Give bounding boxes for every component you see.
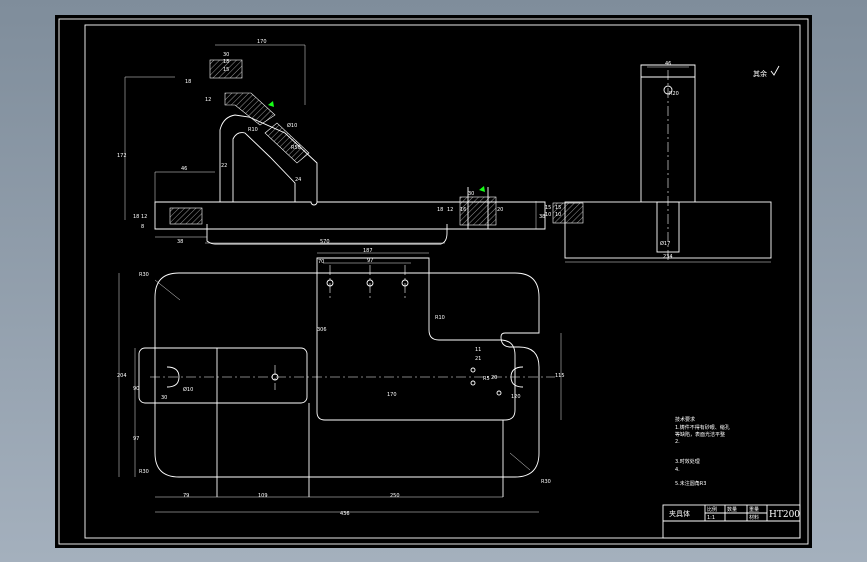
tech-requirements: 技术要求 1.铸件不得有砂眼、缩孔 等缺陷，表面光洁平整 2. 3.时效处理 4…	[675, 416, 730, 487]
tech-line-3: 2.	[675, 439, 680, 445]
dim-18a: 18	[223, 59, 229, 65]
roughness-note: 其余	[753, 69, 767, 78]
top-view: R30 187 70 97 R10 306 170 21 11 R5 115 2…	[117, 248, 565, 517]
dim-18b: 18	[185, 79, 191, 85]
dim-top-115: 115	[555, 373, 565, 379]
dim-46: 46	[181, 166, 187, 172]
dim-15b: 15	[545, 205, 551, 211]
dim-16: 16	[460, 207, 466, 213]
dim-top-109: 109	[258, 493, 268, 499]
dim-top-r30b: R30	[139, 469, 149, 475]
dim-top-r10: R10	[435, 315, 445, 321]
dim-dia10: Ø10	[287, 122, 297, 129]
tech-line-6: 5.未注圆角R3	[675, 480, 706, 487]
dim-top-436: 436	[340, 511, 350, 517]
dim-top-20: 20	[491, 375, 497, 381]
roughness-symbol	[770, 65, 780, 76]
tech-line-4: 3.时效处理	[675, 458, 700, 465]
side-view: 46 R20 15 10 Ø17 234	[555, 61, 772, 263]
dim-top-r30c: R30	[541, 479, 551, 485]
dim-r10: R10	[248, 127, 258, 133]
dim-top-97a: 97	[367, 258, 373, 264]
tech-heading: 技术要求	[675, 416, 695, 423]
dim-top-30a: 30	[161, 395, 167, 401]
dim-12b: 12	[141, 214, 147, 220]
drawing-canvas[interactable]: 170 30 18 15 18 12 R10 172 46 22 24 R50 …	[55, 15, 812, 548]
dim-15a: 15	[223, 67, 229, 73]
dim-20: 20	[497, 207, 503, 213]
dim-side-15: 15	[555, 205, 561, 211]
dim-r50: R50	[291, 145, 301, 151]
dim-side-dia17: Ø17	[660, 240, 670, 247]
dim-top-187: 187	[363, 248, 373, 254]
dim-top-97b: 97	[133, 436, 139, 442]
dim-24: 24	[295, 177, 301, 183]
dim-top-306: 306	[317, 327, 327, 333]
front-view: 170 30 18 15 18 12 R10 172 46 22 24 R50 …	[117, 39, 584, 245]
dim-170: 170	[257, 39, 267, 45]
dim-10: 10	[545, 212, 551, 218]
tech-line-2: 等缺陷，表面光洁平整	[675, 431, 725, 438]
dim-12a: 12	[205, 97, 211, 103]
dim-38b: 38	[539, 214, 545, 220]
dim-top-r30a: R30	[139, 272, 149, 278]
dim-top-170: 170	[387, 392, 397, 398]
dim-38a: 38	[177, 239, 183, 245]
dim-side-46: 46	[665, 61, 671, 67]
dim-top-70: 70	[318, 259, 324, 265]
dim-12c: 12	[447, 207, 453, 213]
tb-weight-label: 重量	[749, 506, 759, 513]
dim-172: 172	[117, 153, 127, 159]
title-block: 比例 数量 重量 材料 1:1 夹具体 HT200	[662, 504, 801, 539]
dim-570: 570	[320, 239, 330, 245]
tb-material-label: 材料	[749, 514, 759, 521]
dim-top-30b: 120	[511, 394, 521, 400]
dim-top-250: 250	[390, 493, 400, 499]
dim-top-dia10: Ø10	[183, 386, 193, 393]
dim-22: 22	[221, 163, 227, 169]
dim-30: 30	[223, 52, 229, 58]
tb-qty-label: 数量	[727, 506, 737, 513]
tb-scale-value: 1:1	[707, 515, 715, 521]
dim-8: 8	[141, 224, 144, 230]
dim-top-90: 90	[133, 386, 139, 392]
dim-top-21: 21	[475, 356, 481, 362]
outer-frame	[58, 18, 809, 545]
dim-side-10: 10	[555, 212, 561, 218]
tech-line-1: 1.铸件不得有砂眼、缩孔	[675, 424, 730, 431]
dim-30b: 30	[468, 191, 474, 197]
dim-18c: 18	[133, 214, 139, 220]
dim-18d: 18	[437, 207, 443, 213]
part-name: 夹具体	[669, 509, 690, 518]
dim-top-11: 11	[475, 347, 481, 353]
tech-line-5: 4.	[675, 467, 680, 473]
inner-frame	[84, 24, 801, 539]
cad-drawing: 170 30 18 15 18 12 R10 172 46 22 24 R50 …	[58, 18, 809, 545]
dim-top-79: 79	[183, 493, 189, 499]
part-number: HT200	[769, 510, 800, 520]
dim-side-234: 234	[663, 254, 673, 260]
dim-top-r5: R5	[483, 376, 490, 382]
dim-side-r20: R20	[669, 91, 679, 97]
tb-scale-label: 比例	[707, 506, 717, 513]
dim-top-204: 204	[117, 373, 127, 379]
